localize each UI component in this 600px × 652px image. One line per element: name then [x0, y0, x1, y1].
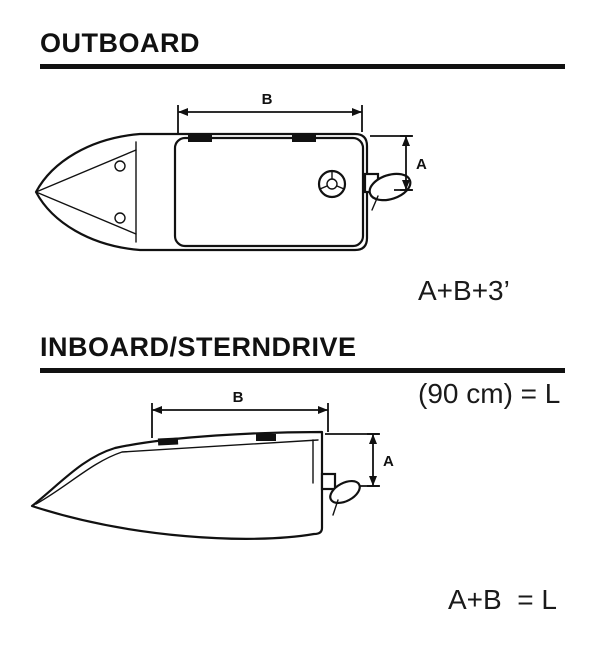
dimension-a-label: A — [383, 453, 394, 470]
cleat-icon — [256, 434, 276, 441]
cleat-icon — [157, 437, 179, 446]
cockpit-outline — [173, 136, 365, 248]
dimension-a: A — [325, 433, 394, 487]
bow-hatch-icon — [114, 212, 126, 224]
inboard-formula: A+B = L — [448, 515, 557, 652]
cleat-icon — [188, 133, 212, 142]
outboard-boat-diagram: B A — [34, 92, 427, 252]
cleat-icon — [292, 133, 316, 142]
hull-side-view — [30, 430, 324, 540]
outboard-title-rule — [40, 64, 565, 69]
dimension-b-label: B — [233, 389, 244, 406]
hull-top-view — [34, 132, 369, 252]
dimension-b-label: B — [262, 92, 273, 108]
dimension-b: B — [177, 92, 363, 134]
bow-hatch-icon — [114, 160, 126, 172]
dimension-a: A — [370, 135, 427, 191]
dimension-a-label: A — [416, 156, 427, 173]
inboard-boat-diagram: B A — [30, 389, 394, 540]
sterndrive-unit — [320, 472, 361, 516]
outboard-formula: A+B+3’ (90 cm) = L — [418, 206, 560, 445]
inboard-formula-line1: A+B = L — [448, 584, 557, 616]
outboard-formula-line2: (90 cm) = L — [418, 377, 561, 409]
outboard-section-title: OUTBOARD — [40, 28, 200, 58]
outboard-motor — [363, 172, 412, 211]
steering-wheel-icon — [317, 169, 347, 199]
outboard-formula-line1: A+B+3’ — [418, 275, 510, 307]
inboard-title-rule — [40, 368, 565, 373]
dimension-b: B — [151, 389, 329, 438]
inboard-section-title: INBOARD/STERNDRIVE — [40, 332, 357, 362]
